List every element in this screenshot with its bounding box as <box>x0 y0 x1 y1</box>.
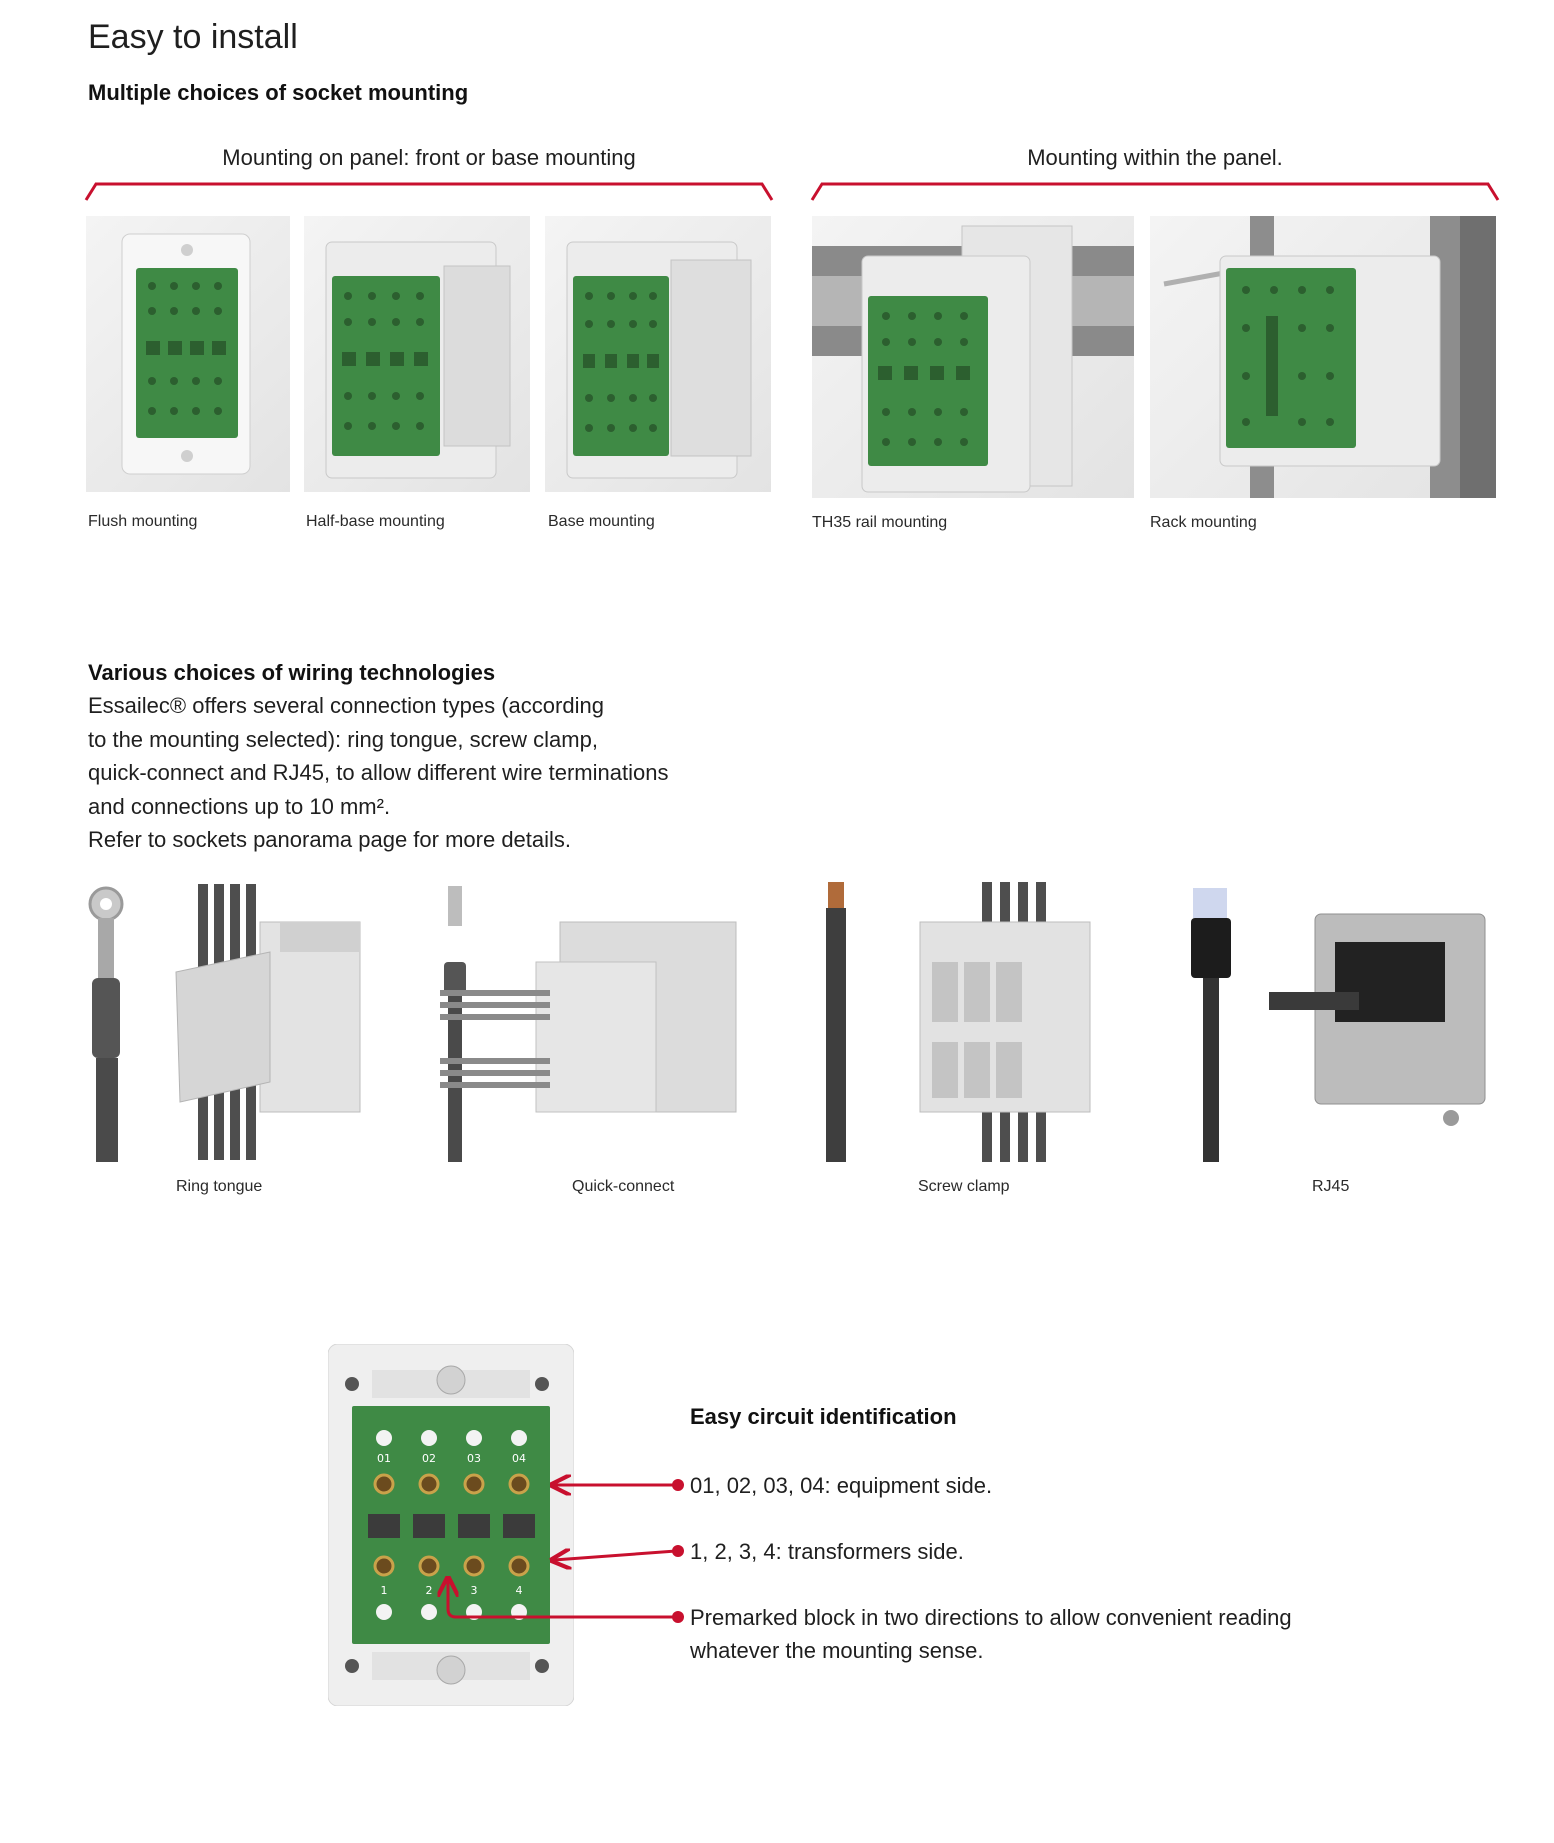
mounting-heading: Multiple choices of socket mounting <box>88 80 469 105</box>
bracket-within <box>810 182 1500 201</box>
rj45-image <box>1185 882 1495 1162</box>
dot-premarked-block <box>672 1611 684 1623</box>
caption-flush-mounting: Flush mounting <box>88 513 198 530</box>
identification-block-image: 01 02 03 04 1 2 3 4 <box>327 1343 575 1707</box>
wiring-paragraph: Essailec® offers several connection type… <box>88 689 808 857</box>
th35-rail-mounting-image <box>812 216 1134 498</box>
wiring-line-5: Refer to sockets panorama page for more … <box>88 827 572 852</box>
callout-premarked-line-1: Premarked block in two directions to all… <box>690 1605 1292 1630</box>
wiring-line-1: Essailec® offers several connection type… <box>88 693 604 718</box>
half-base-mounting-image <box>304 216 530 492</box>
caption-screw-clamp: Screw clamp <box>918 1178 1010 1195</box>
block-bottom-number-2: 2 <box>426 1584 433 1597</box>
group-label-panel: Mounting on panel: front or base mountin… <box>222 145 636 170</box>
callout-transformers-side: 1, 2, 3, 4: transformers side. <box>690 1539 964 1564</box>
block-bottom-number-3: 3 <box>471 1584 478 1597</box>
group-brackets <box>84 182 1500 201</box>
block-top-number-03: 03 <box>467 1452 481 1465</box>
callout-premarked-line-2: whatever the mounting sense. <box>690 1638 984 1663</box>
arrow-transformers-side <box>554 1551 677 1560</box>
block-top-number-01: 01 <box>377 1452 391 1465</box>
identification-heading: Easy circuit identification <box>690 1404 957 1429</box>
flush-mounting-image <box>86 216 290 492</box>
wiring-line-4: and connections up to 10 mm². <box>88 793 391 819</box>
wiring-line-3: quick-connect and RJ45, to allow differe… <box>88 760 669 785</box>
quick-connect-image <box>440 882 750 1162</box>
callout-premarked-block: Premarked block in two directions to all… <box>690 1601 1470 1667</box>
callout-equipment-side: 01, 02, 03, 04: equipment side. <box>690 1473 993 1498</box>
page-title: Easy to install <box>88 18 298 56</box>
caption-base-mounting: Base mounting <box>548 513 655 530</box>
base-mounting-image <box>545 216 771 492</box>
ring-tongue-image <box>80 882 380 1162</box>
wiring-heading: Various choices of wiring technologies <box>88 660 496 685</box>
screw-clamp-image <box>820 882 1100 1162</box>
block-bottom-number-4: 4 <box>516 1584 523 1597</box>
caption-th35-rail-mounting: TH35 rail mounting <box>812 514 948 531</box>
group-label-within: Mounting within the panel. <box>1027 145 1283 170</box>
dot-equipment-side <box>672 1479 684 1491</box>
caption-quick-connect: Quick-connect <box>572 1178 675 1195</box>
dot-transformers-side <box>672 1545 684 1557</box>
caption-rack-mounting: Rack mounting <box>1150 514 1257 531</box>
arrow-premarked-block <box>448 1580 676 1619</box>
bracket-panel <box>84 182 774 201</box>
block-top-number-02: 02 <box>422 1452 436 1465</box>
caption-half-base-mounting: Half-base mounting <box>306 513 445 530</box>
block-bottom-number-1: 1 <box>381 1584 388 1597</box>
block-top-number-04: 04 <box>512 1452 526 1465</box>
rack-mounting-image <box>1150 216 1496 498</box>
caption-ring-tongue: Ring tongue <box>176 1178 263 1195</box>
wiring-line-2: to the mounting selected): ring tongue, … <box>88 726 598 752</box>
caption-rj45: RJ45 <box>1312 1178 1350 1195</box>
